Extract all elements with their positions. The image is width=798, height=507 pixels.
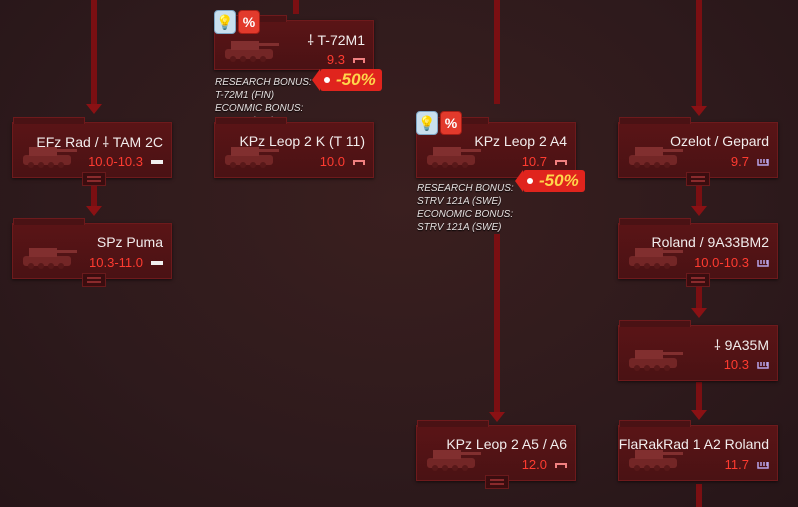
vehicle-name: Roland / 9A33BM2 [651, 234, 769, 250]
battle-rating: 9.3 [326, 52, 345, 67]
vehicle-name: ⸸ 9A35M [714, 337, 769, 353]
battle-rating: 10.3-11.0 [89, 255, 143, 270]
vehicle-card-9a35m[interactable]: ⸸ 9A35M 10.3 [618, 320, 778, 381]
bonus-value: STRV 121A (SWE) [417, 222, 502, 233]
tree-line [696, 484, 702, 507]
tree-arrow [691, 206, 707, 216]
bonus-label: RESEARCH BONUS: [215, 77, 312, 88]
vehicle-name: FlaRakRad 1 A2 Roland [618, 436, 769, 452]
spaa-icon [757, 361, 769, 369]
light-tank-icon [151, 160, 163, 164]
vehicle-name: Ozelot / Gepard [670, 133, 769, 149]
vehicle-card-efz-rad[interactable]: EFz Rad / ⸸ TAM 2C 10.0-10.3 [12, 117, 172, 178]
bonus-label: ECONOMIC BONUS: [417, 209, 514, 220]
research-bonus-icon: 💡 [214, 10, 236, 34]
bonus-label: RESEARCH BONUS: [417, 183, 514, 194]
spaa-icon [757, 158, 769, 166]
vehicle-card-roland[interactable]: Roland / 9A33BM2 10.0-10.3 [618, 218, 778, 279]
battle-rating: 10.3 [723, 357, 749, 372]
battle-rating: 10.0 [319, 154, 345, 169]
discount-value: -50% [336, 70, 376, 89]
tree-arrow [691, 410, 707, 420]
tree-line [696, 382, 702, 412]
tree-arrow [691, 308, 707, 318]
vehicle-name: KPz Leop 2 K (T 11) [239, 133, 365, 149]
tree-line [696, 178, 702, 208]
vehicle-name: ⸸ T-72M1 [307, 32, 365, 48]
discount-tag: -50% [312, 69, 382, 91]
vehicle-image [23, 248, 77, 269]
battle-rating: 11.7 [724, 457, 749, 472]
vehicle-name: SPz Puma [96, 234, 163, 250]
tree-arrow [691, 106, 707, 116]
tree-arrow [86, 206, 102, 216]
spaa-icon [757, 259, 769, 267]
tree-line [293, 0, 299, 14]
group-folder-icon[interactable] [686, 273, 710, 287]
vehicle-image [629, 350, 683, 371]
research-bonus-icon: 💡 [416, 111, 438, 135]
medium-tank-icon [555, 160, 567, 165]
vehicle-card-kpz-leop-2a4[interactable]: KPz Leop 2 A4 10.7 [416, 117, 576, 178]
battle-rating: 10.0-10.3 [88, 154, 143, 169]
tree-line [494, 234, 500, 414]
group-folder-icon[interactable] [686, 172, 710, 186]
group-folder-icon[interactable] [82, 172, 106, 186]
vehicle-name: EFz Rad / ⸸ TAM 2C [36, 134, 163, 150]
spaa-icon [757, 461, 769, 469]
medium-tank-icon [555, 463, 567, 468]
tree-line [696, 280, 702, 310]
tag-hole-icon [527, 178, 533, 184]
tag-hole-icon [324, 77, 330, 83]
battle-rating: 12.0 [521, 457, 547, 472]
battle-rating: 10.7 [521, 154, 547, 169]
tree-line [696, 0, 702, 110]
bonus-value: T-72M1 (FIN) [215, 90, 275, 101]
vehicle-image [225, 41, 279, 62]
battle-rating: 9.7 [730, 154, 749, 169]
tree-line [494, 0, 500, 104]
vehicle-name: KPz Leop 2 A5 / A6 [446, 436, 567, 452]
medium-tank-icon [353, 160, 365, 165]
vehicle-card-spz-puma[interactable]: SPz Puma 10.3-11.0 [12, 218, 172, 279]
discount-icon: % [238, 10, 260, 34]
medium-tank-icon [353, 58, 365, 63]
tree-arrow [489, 412, 505, 422]
tree-arrow [86, 104, 102, 114]
bonus-value: STRV 121A (SWE) [417, 196, 502, 207]
light-tank-icon [151, 261, 163, 265]
discount-tag: -50% [515, 170, 585, 192]
discount-icon: % [440, 111, 462, 135]
vehicle-card-ozelot[interactable]: Ozelot / Gepard 9.7 [618, 117, 778, 178]
vehicle-card-kpz-leop-2a5[interactable]: KPz Leop 2 A5 / A6 12.0 [416, 420, 576, 481]
vehicle-card-kpz-leop-2k[interactable]: KPz Leop 2 K (T 11) 10.0 [214, 117, 374, 178]
battle-rating: 10.0-10.3 [694, 255, 749, 270]
vehicle-card-flarakrad[interactable]: FlaRakRad 1 A2 Roland 11.7 [618, 420, 778, 481]
discount-value: -50% [539, 171, 579, 190]
vehicle-name: KPz Leop 2 A4 [474, 133, 567, 149]
group-folder-icon[interactable] [485, 475, 509, 489]
group-folder-icon[interactable] [82, 273, 106, 287]
tree-line [91, 178, 97, 210]
tree-line [91, 0, 97, 110]
bonus-label: ECONMIC BONUS: [215, 103, 304, 114]
bonus-info: RESEARCH BONUS: STRV 121A (SWE) ECONOMIC… [417, 182, 514, 234]
